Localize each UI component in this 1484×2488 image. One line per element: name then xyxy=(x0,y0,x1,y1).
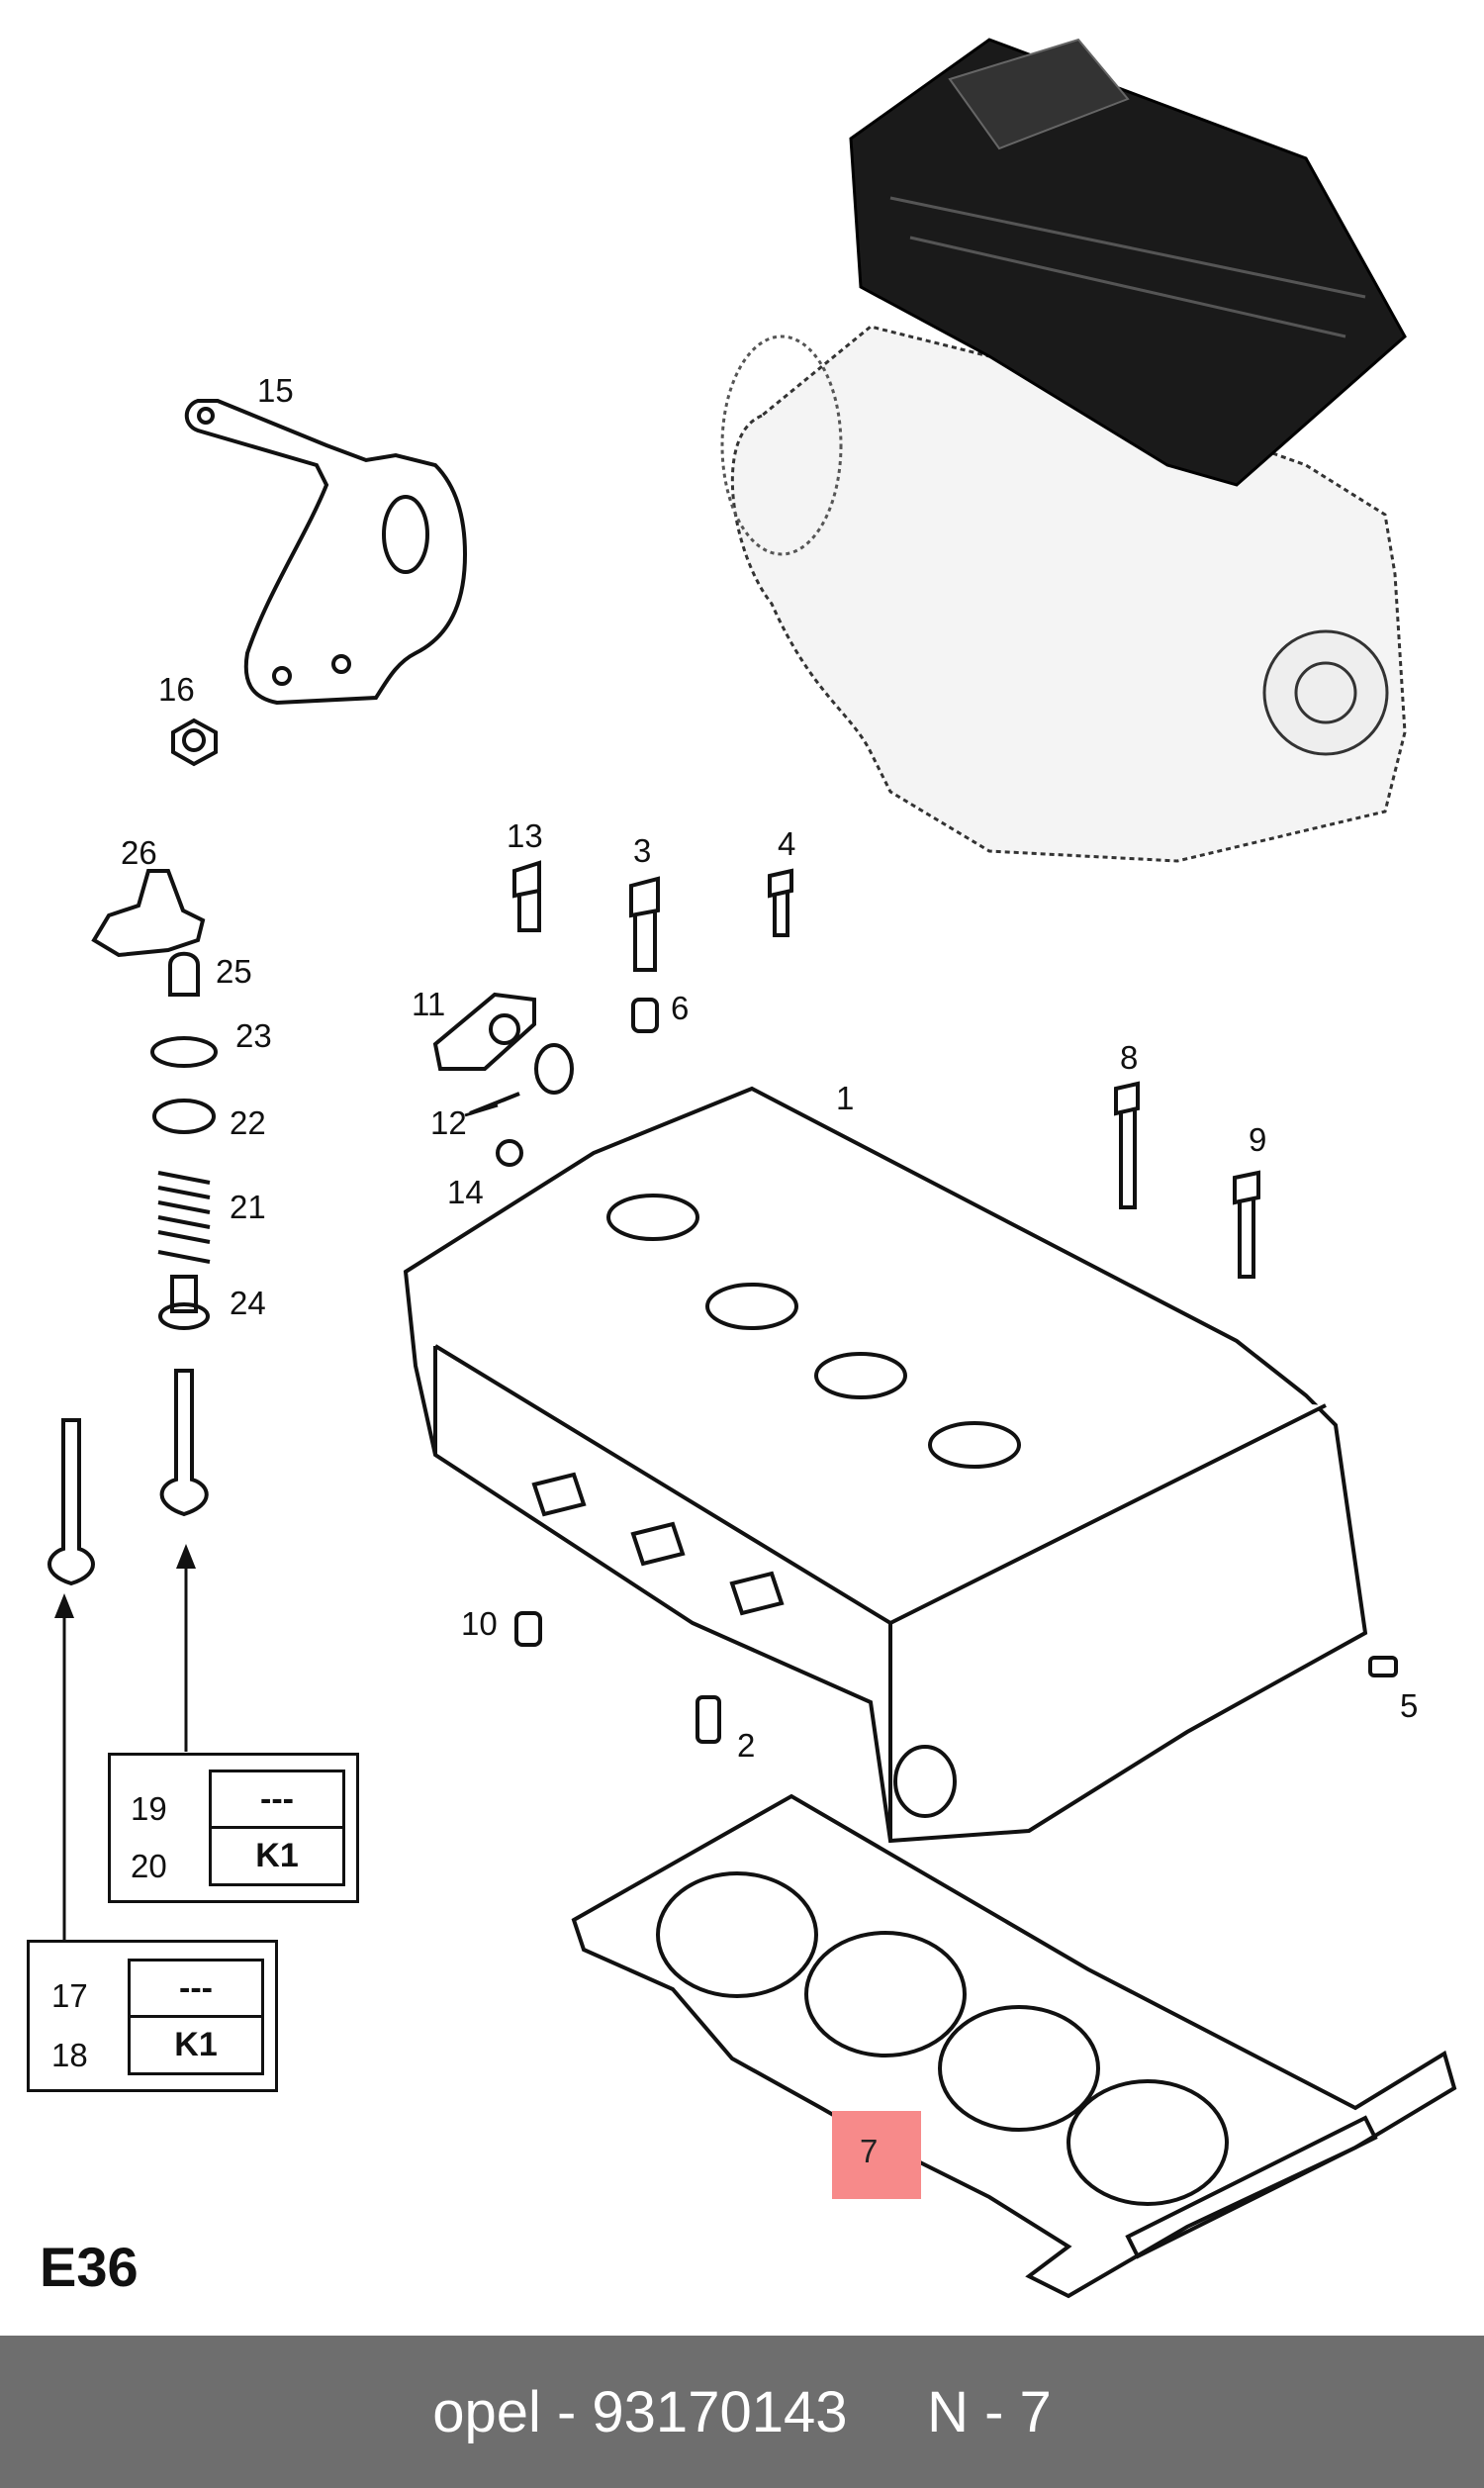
page-code: E36 xyxy=(40,2236,139,2298)
legend-label-20: 20 xyxy=(131,1848,167,1884)
footer-position: 7 xyxy=(1019,2379,1052,2444)
callout-23: 23 xyxy=(235,1017,272,1054)
legend-value-18: K1 xyxy=(174,2026,218,2063)
callout-5: 5 xyxy=(1400,1687,1419,1724)
bracket-part xyxy=(184,399,468,706)
parts-diagram xyxy=(47,38,1457,2299)
footer-position-prefix: N xyxy=(927,2379,969,2444)
legend-box-17-18: 17 18 --- K1 xyxy=(27,1940,278,2092)
callout-21: 21 xyxy=(230,1189,266,1225)
footer-part-number: 93170143 xyxy=(592,2379,848,2444)
legend-value-17: --- xyxy=(131,1962,261,2018)
callout-1: 1 xyxy=(836,1080,855,1116)
head-gasket-part xyxy=(571,1793,1457,2299)
legend-label-19: 19 xyxy=(131,1790,167,1827)
legend-box-19-20: 19 20 --- K1 xyxy=(108,1753,359,1903)
callout-15: 15 xyxy=(257,372,294,409)
legend-cells-19-20: --- K1 xyxy=(209,1770,345,1886)
callout-4: 4 xyxy=(778,825,796,862)
footer-bar: opel - 93170143 N - 7 xyxy=(0,2336,1484,2488)
callout-10: 10 xyxy=(461,1605,498,1642)
engine-illustration xyxy=(720,38,1407,863)
callout-14: 14 xyxy=(447,1174,484,1210)
legend-cells-17-18: --- K1 xyxy=(128,1959,264,2075)
small-parts xyxy=(432,992,1398,1744)
legend-value-20: K1 xyxy=(255,1837,299,1874)
cylinder-head-part xyxy=(403,1086,1368,1844)
legend-value-19: --- xyxy=(212,1772,342,1829)
callout-6: 6 xyxy=(671,990,690,1026)
callout-24: 24 xyxy=(230,1285,266,1321)
callout-12: 12 xyxy=(430,1104,467,1141)
footer-text: opel - 93170143 N - 7 xyxy=(432,2379,1052,2444)
highlighted-part-number: 7 xyxy=(860,2133,879,2169)
callout-2: 2 xyxy=(737,1727,756,1764)
callout-3: 3 xyxy=(633,832,652,869)
callout-25: 25 xyxy=(216,953,252,990)
footer-brand: opel xyxy=(432,2379,541,2444)
callout-22: 22 xyxy=(230,1104,266,1141)
nut-part xyxy=(171,718,218,767)
leader-lines xyxy=(54,1103,499,2056)
callout-9: 9 xyxy=(1249,1121,1267,1158)
callout-16: 16 xyxy=(158,671,195,708)
legend-label-17: 17 xyxy=(51,1977,88,2014)
bolt-parts xyxy=(512,860,1260,1279)
highlighted-part-marker[interactable]: 7 xyxy=(832,2111,921,2199)
callout-11: 11 xyxy=(412,986,446,1022)
callout-13: 13 xyxy=(507,817,543,854)
valve-parts xyxy=(47,869,218,1586)
legend-label-18: 18 xyxy=(51,2037,88,2073)
callout-26: 26 xyxy=(121,834,157,871)
callout-8: 8 xyxy=(1120,1039,1139,1076)
